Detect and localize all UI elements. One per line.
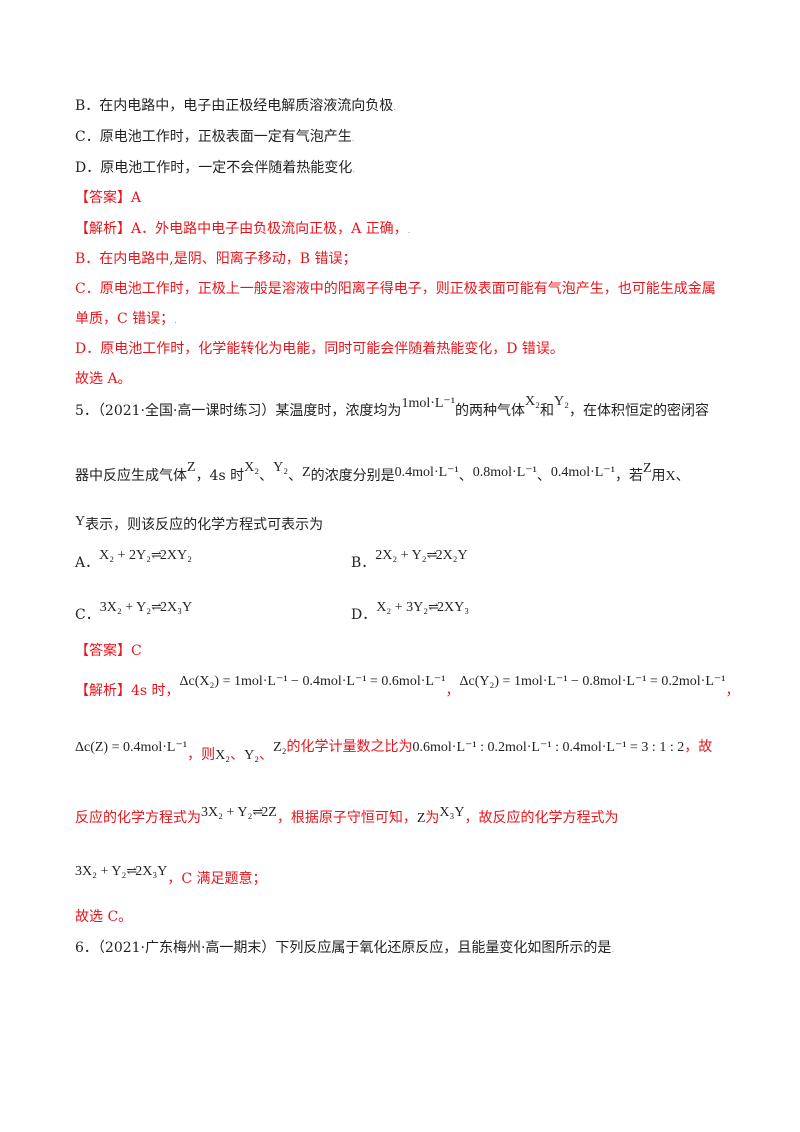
q5-conclusion: 故选 C。 [75, 909, 133, 925]
q5-jiexi-line2: Δc(Z) = 0.4mol·L⁻¹，则X₂、Y₂、Z₂的化学计量数之比为0.6… [75, 739, 713, 763]
q5-jiexi-line3: 反应的化学方程式为3X₂ + Y₂⇌2Z，根据原子守恒可知，Z为X₃Y，故反应的… [75, 805, 619, 826]
q5-answer: 【答案】C [75, 643, 142, 659]
prev-jiexi-b: B．在内电路中,是阴、阳离子移动，B 错误； [75, 251, 357, 267]
prev-jiexi-d: D．原电池工作时，化学能转化为电能，同时可能会伴随着热能变化，D 错误。 [75, 341, 564, 357]
q5-stem-line1: 5．（2021·全国·高一课时练习）某温度时，浓度均为1mol·L⁻¹的两种气体… [75, 394, 710, 419]
q5-stem-line2: 器中反应生成气体Z，4s 时X₂、Y₂、Z的浓度分别是0.4mol·L⁻¹、0.… [75, 460, 690, 484]
q5-stem-line3: Y表示，则该反应的化学方程式可表示为 [75, 514, 324, 533]
prev-option-d: D．原电池工作时，一定不会伴随着热能变化. [75, 160, 356, 176]
prev-answer: 【答案】A [75, 190, 142, 206]
q5-jiexi-line1: 【解析】4s 时，Δc(X₂) = 1mol·L⁻¹ − 0.4mol·L⁻¹ … [75, 674, 740, 699]
prev-option-b: B．在内电路中，电子由正极经电解质溶液流向负极. [75, 98, 397, 114]
q5-option-b[interactable]: B．2X₂ + Y₂⇌2X₂Y [351, 548, 468, 571]
q6-stem: 6．（2021·广东梅州·高一期末）下列反应属于氧化还原反应，且能量变化如图所示… [75, 940, 615, 956]
q5-jiexi-line4: 3X₂ + Y₂⇌2X₃Y，C 满足题意； [75, 864, 267, 887]
prev-option-c: C．原电池工作时，正极表面一定有气泡产生. [75, 129, 355, 145]
prev-jiexi-a: 【解析】A．外电路中电子由负极流向正极，A 正确，. [75, 221, 411, 237]
q5-option-c[interactable]: C．3X₂ + Y₂⇌2X₃Y [75, 600, 193, 623]
prev-jiexi-c2: 单质，C 错误；. [75, 311, 178, 327]
prev-jiexi-c1: C．原电池工作时，正极上一般是溶液中的阳离子得电子，则正极表面可能有气泡产生，也… [75, 281, 716, 297]
prev-conclusion: 故选 A。 [75, 371, 132, 387]
q5-option-a[interactable]: A．X₂ + 2Y₂⇌2XY₂ [75, 548, 193, 571]
q5-option-d[interactable]: D．X₂ + 3Y₂⇌2XY₃ [351, 600, 470, 623]
